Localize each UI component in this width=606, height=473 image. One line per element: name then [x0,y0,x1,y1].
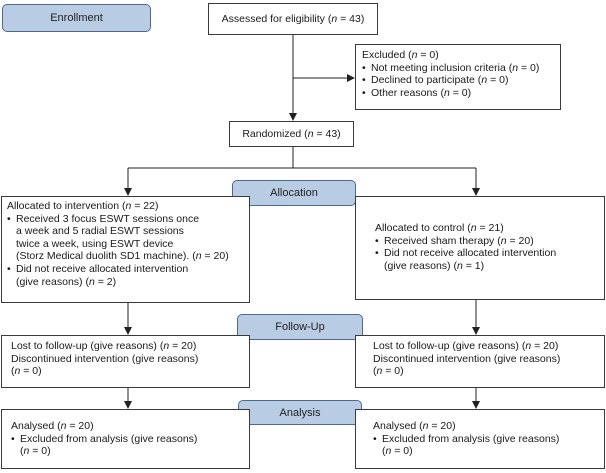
intervention-title: Allocated to intervention (n = 22) [7,200,159,212]
analysis-right-excluded: •Excluded from analysis (give reasons) [373,432,560,445]
assessed-box: Assessed for eligibility (n = 43) [208,3,378,35]
excluded-title: Excluded (n = 0) [362,49,439,61]
control-item-not-received: •Did not receive allocated intervention [375,247,557,260]
stage-allocation: Allocation [232,180,356,206]
stage-followup-label: Follow-Up [275,321,325,333]
followup-right-box: Lost to follow-up (give reasons) (n = 20… [355,335,605,388]
intervention-item-received: •Received 3 focus ESWT sessions once [7,212,200,225]
randomized-box: Randomized (n = 43) [229,121,354,147]
randomized-text: Randomized (n = 43) [242,127,341,140]
stage-enrollment-label: Enrollment [50,12,103,24]
stage-enrollment: Enrollment [2,4,151,32]
control-box: Allocated to control (n = 21) •Received … [355,196,605,300]
excluded-item: •Other reasons (n = 0) [362,86,472,99]
intervention-item-not-received: •Did not receive allocated intervention [7,262,189,275]
stage-followup: Follow-Up [237,314,363,340]
analysis-left-excluded: •Excluded from analysis (give reasons) [11,432,198,445]
control-item-sham: •Received sham therapy (n = 20) [375,234,534,247]
stage-analysis: Analysis [238,400,362,425]
excluded-box: Excluded (n = 0) •Not meeting inclusion … [355,44,561,110]
stage-allocation-label: Allocation [270,187,318,199]
excluded-item: •Not meeting inclusion criteria (n = 0) [362,61,540,74]
analysis-right-box: Analysed (n = 20) •Excluded from analysi… [355,409,605,469]
intervention-box: Allocated to intervention (n = 22) •Rece… [1,196,250,303]
stage-analysis-label: Analysis [279,406,321,419]
assessed-text: Assessed for eligibility (n = 43) [221,12,365,25]
followup-left-box: Lost to follow-up (give reasons) (n = 20… [1,335,250,388]
analysis-left-box: Analysed (n = 20) •Excluded from analysi… [1,409,250,469]
excluded-item: •Declined to participate (n = 0) [362,74,509,87]
control-title: Allocated to control (n = 21) [375,222,504,234]
